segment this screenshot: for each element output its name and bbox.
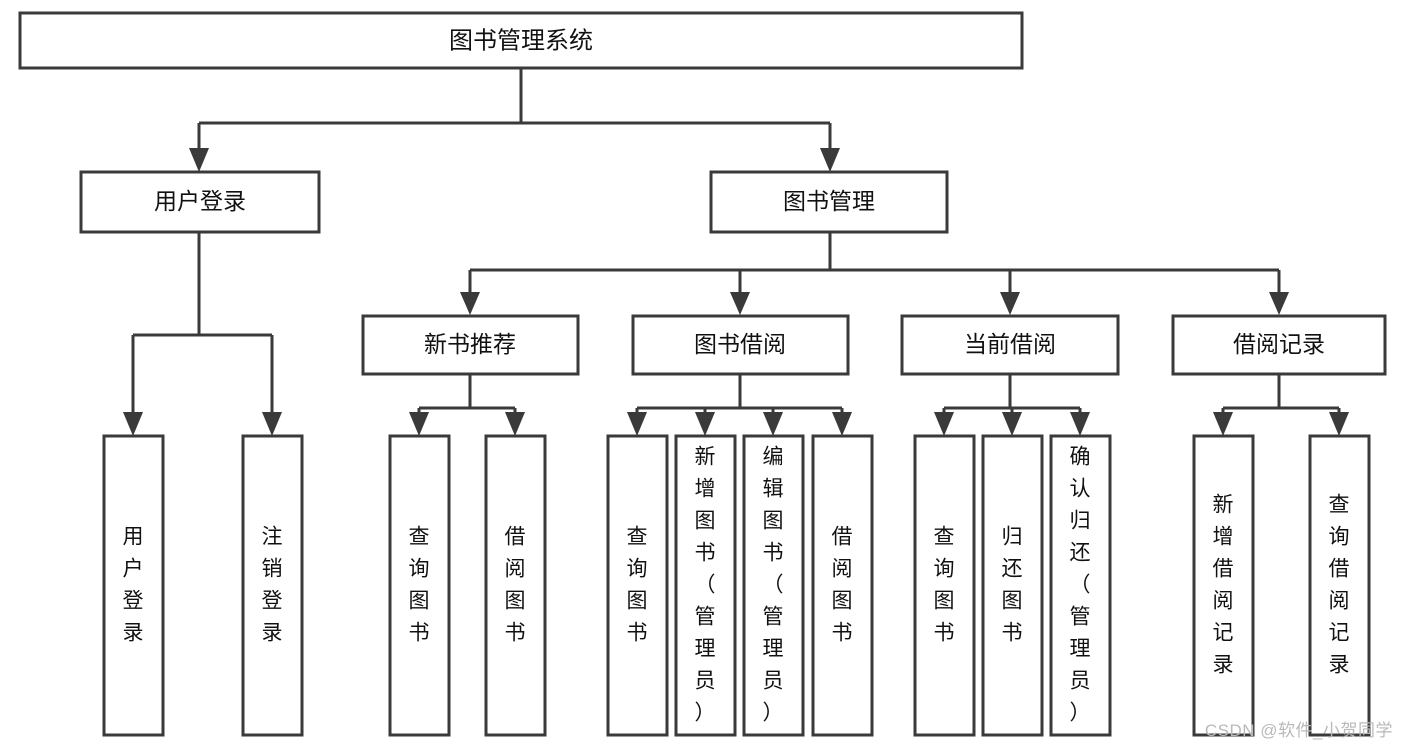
leaf-box[interactable] bbox=[606, 434, 669, 737]
node-book-borrow-label: 图书借阅 bbox=[694, 331, 786, 357]
arrow-newbook-leaf-1 bbox=[409, 412, 429, 436]
leaf-box[interactable] bbox=[742, 434, 805, 737]
leaf-label-vertical: 注销登录 bbox=[262, 525, 283, 644]
arrow-current-leaf-2 bbox=[1002, 412, 1022, 436]
arrow-record-leaf-2 bbox=[1329, 412, 1349, 436]
leaf-current-query[interactable]: 查询图书 bbox=[913, 434, 976, 737]
leaf-box[interactable] bbox=[102, 434, 165, 737]
leaf-label-vertical: 借阅图书 bbox=[505, 525, 526, 644]
arrow-record-leaf-1 bbox=[1213, 412, 1233, 436]
leaf-layer: 用户登录 注销登录 查询图书 借阅图书 查询图书 新 bbox=[102, 434, 1371, 737]
node-book-management-label: 图书管理 bbox=[783, 188, 875, 214]
node-current-borrow-box[interactable] bbox=[900, 314, 1120, 376]
arrow-borrow-leaf-4 bbox=[832, 412, 852, 436]
arrow-newbook-leaf-2 bbox=[505, 412, 525, 436]
node-root-label: 图书管理系统 bbox=[449, 27, 593, 54]
node-new-book-recommend[interactable]: 新书推荐 bbox=[361, 314, 580, 376]
node-new-book-recommend-label: 新书推荐 bbox=[424, 331, 516, 357]
node-borrow-record-box[interactable] bbox=[1171, 314, 1387, 376]
leaf-user-login-login[interactable]: 用户登录 bbox=[102, 434, 165, 737]
leaf-box[interactable] bbox=[1049, 434, 1112, 737]
leaf-label-vertical: 查询借阅记录 bbox=[1329, 493, 1350, 676]
leaf-borrow-add-book[interactable]: 新增图书（管理员） bbox=[674, 434, 737, 737]
leaf-label-vertical: 用户登录 bbox=[123, 525, 144, 644]
leaf-label-vertical: 查询图书 bbox=[934, 525, 955, 644]
arrow-userlogin-leaf-1 bbox=[123, 412, 143, 436]
node-borrow-record-label: 借阅记录 bbox=[1233, 331, 1325, 357]
arrow-current-leaf-3 bbox=[1070, 412, 1090, 436]
node-book-borrow-box[interactable] bbox=[631, 314, 850, 376]
node-book-management[interactable]: 图书管理 bbox=[709, 170, 949, 234]
leaf-label-vertical: 归还图书 bbox=[1002, 525, 1023, 644]
leaf-box[interactable] bbox=[388, 434, 451, 737]
leaf-box[interactable] bbox=[484, 434, 547, 737]
leaf-label-vertical: 新增图书（管理员） bbox=[695, 445, 716, 724]
arrow-bookmgmt-to-current bbox=[1000, 292, 1020, 315]
leaf-label-vertical: 查询图书 bbox=[627, 525, 648, 644]
leaf-record-query[interactable]: 查询借阅记录 bbox=[1308, 434, 1371, 737]
arrow-bookmgmt-to-newbook bbox=[460, 292, 480, 315]
node-root-box[interactable] bbox=[18, 11, 1024, 70]
leaf-label-vertical: 查询图书 bbox=[409, 525, 430, 644]
node-root[interactable]: 图书管理系统 bbox=[18, 11, 1024, 70]
node-current-borrow[interactable]: 当前借阅 bbox=[900, 314, 1120, 376]
leaf-record-add[interactable]: 新增借阅记录 bbox=[1192, 434, 1255, 737]
leaf-new-book-borrow[interactable]: 借阅图书 bbox=[484, 434, 547, 737]
leaf-borrow-query[interactable]: 查询图书 bbox=[606, 434, 669, 737]
leaf-box[interactable] bbox=[981, 434, 1044, 737]
leaf-box[interactable] bbox=[913, 434, 976, 737]
leaf-borrow-edit-book[interactable]: 编辑图书（管理员） bbox=[742, 434, 805, 737]
arrow-borrow-leaf-3 bbox=[763, 412, 783, 436]
node-current-borrow-label: 当前借阅 bbox=[964, 331, 1056, 357]
arrow-borrow-leaf-1 bbox=[627, 412, 647, 436]
node-user-login[interactable]: 用户登录 bbox=[79, 170, 321, 234]
node-book-management-box[interactable] bbox=[709, 170, 949, 234]
leaf-label-vertical: 确认归还（管理员） bbox=[1070, 445, 1091, 724]
leaf-current-confirm-return[interactable]: 确认归还（管理员） bbox=[1049, 434, 1112, 737]
leaf-box[interactable] bbox=[241, 434, 304, 737]
node-user-login-box[interactable] bbox=[79, 170, 321, 234]
leaf-label-vertical: 新增借阅记录 bbox=[1213, 493, 1234, 676]
node-user-login-label: 用户登录 bbox=[154, 188, 246, 214]
arrow-borrow-leaf-2 bbox=[695, 412, 715, 436]
leaf-box[interactable] bbox=[811, 434, 874, 737]
leaf-borrow-borrow-book[interactable]: 借阅图书 bbox=[811, 434, 874, 737]
leaf-box[interactable] bbox=[1192, 434, 1255, 737]
arrow-root-to-bookmgmt bbox=[820, 148, 840, 172]
node-book-borrow[interactable]: 图书借阅 bbox=[631, 314, 850, 376]
leaf-user-login-logout[interactable]: 注销登录 bbox=[241, 434, 304, 737]
arrow-current-leaf-1 bbox=[934, 412, 954, 436]
leaf-box[interactable] bbox=[674, 434, 737, 737]
arrow-bookmgmt-to-borrow bbox=[730, 292, 750, 315]
arrow-userlogin-leaf-2 bbox=[262, 412, 282, 436]
leaf-label-vertical: 借阅图书 bbox=[832, 525, 853, 644]
leaf-box[interactable] bbox=[1308, 434, 1371, 737]
leaf-new-book-query[interactable]: 查询图书 bbox=[388, 434, 451, 737]
connector-layer bbox=[123, 68, 1349, 436]
arrow-bookmgmt-to-record bbox=[1269, 292, 1289, 315]
arrow-root-to-userlogin bbox=[189, 148, 209, 172]
node-new-book-recommend-box[interactable] bbox=[361, 314, 580, 376]
leaf-label-vertical: 编辑图书（管理员） bbox=[763, 445, 784, 724]
leaf-current-return[interactable]: 归还图书 bbox=[981, 434, 1044, 737]
node-borrow-record[interactable]: 借阅记录 bbox=[1171, 314, 1387, 376]
csdn-watermark: CSDN @软件_小贺同学 bbox=[1204, 721, 1393, 740]
